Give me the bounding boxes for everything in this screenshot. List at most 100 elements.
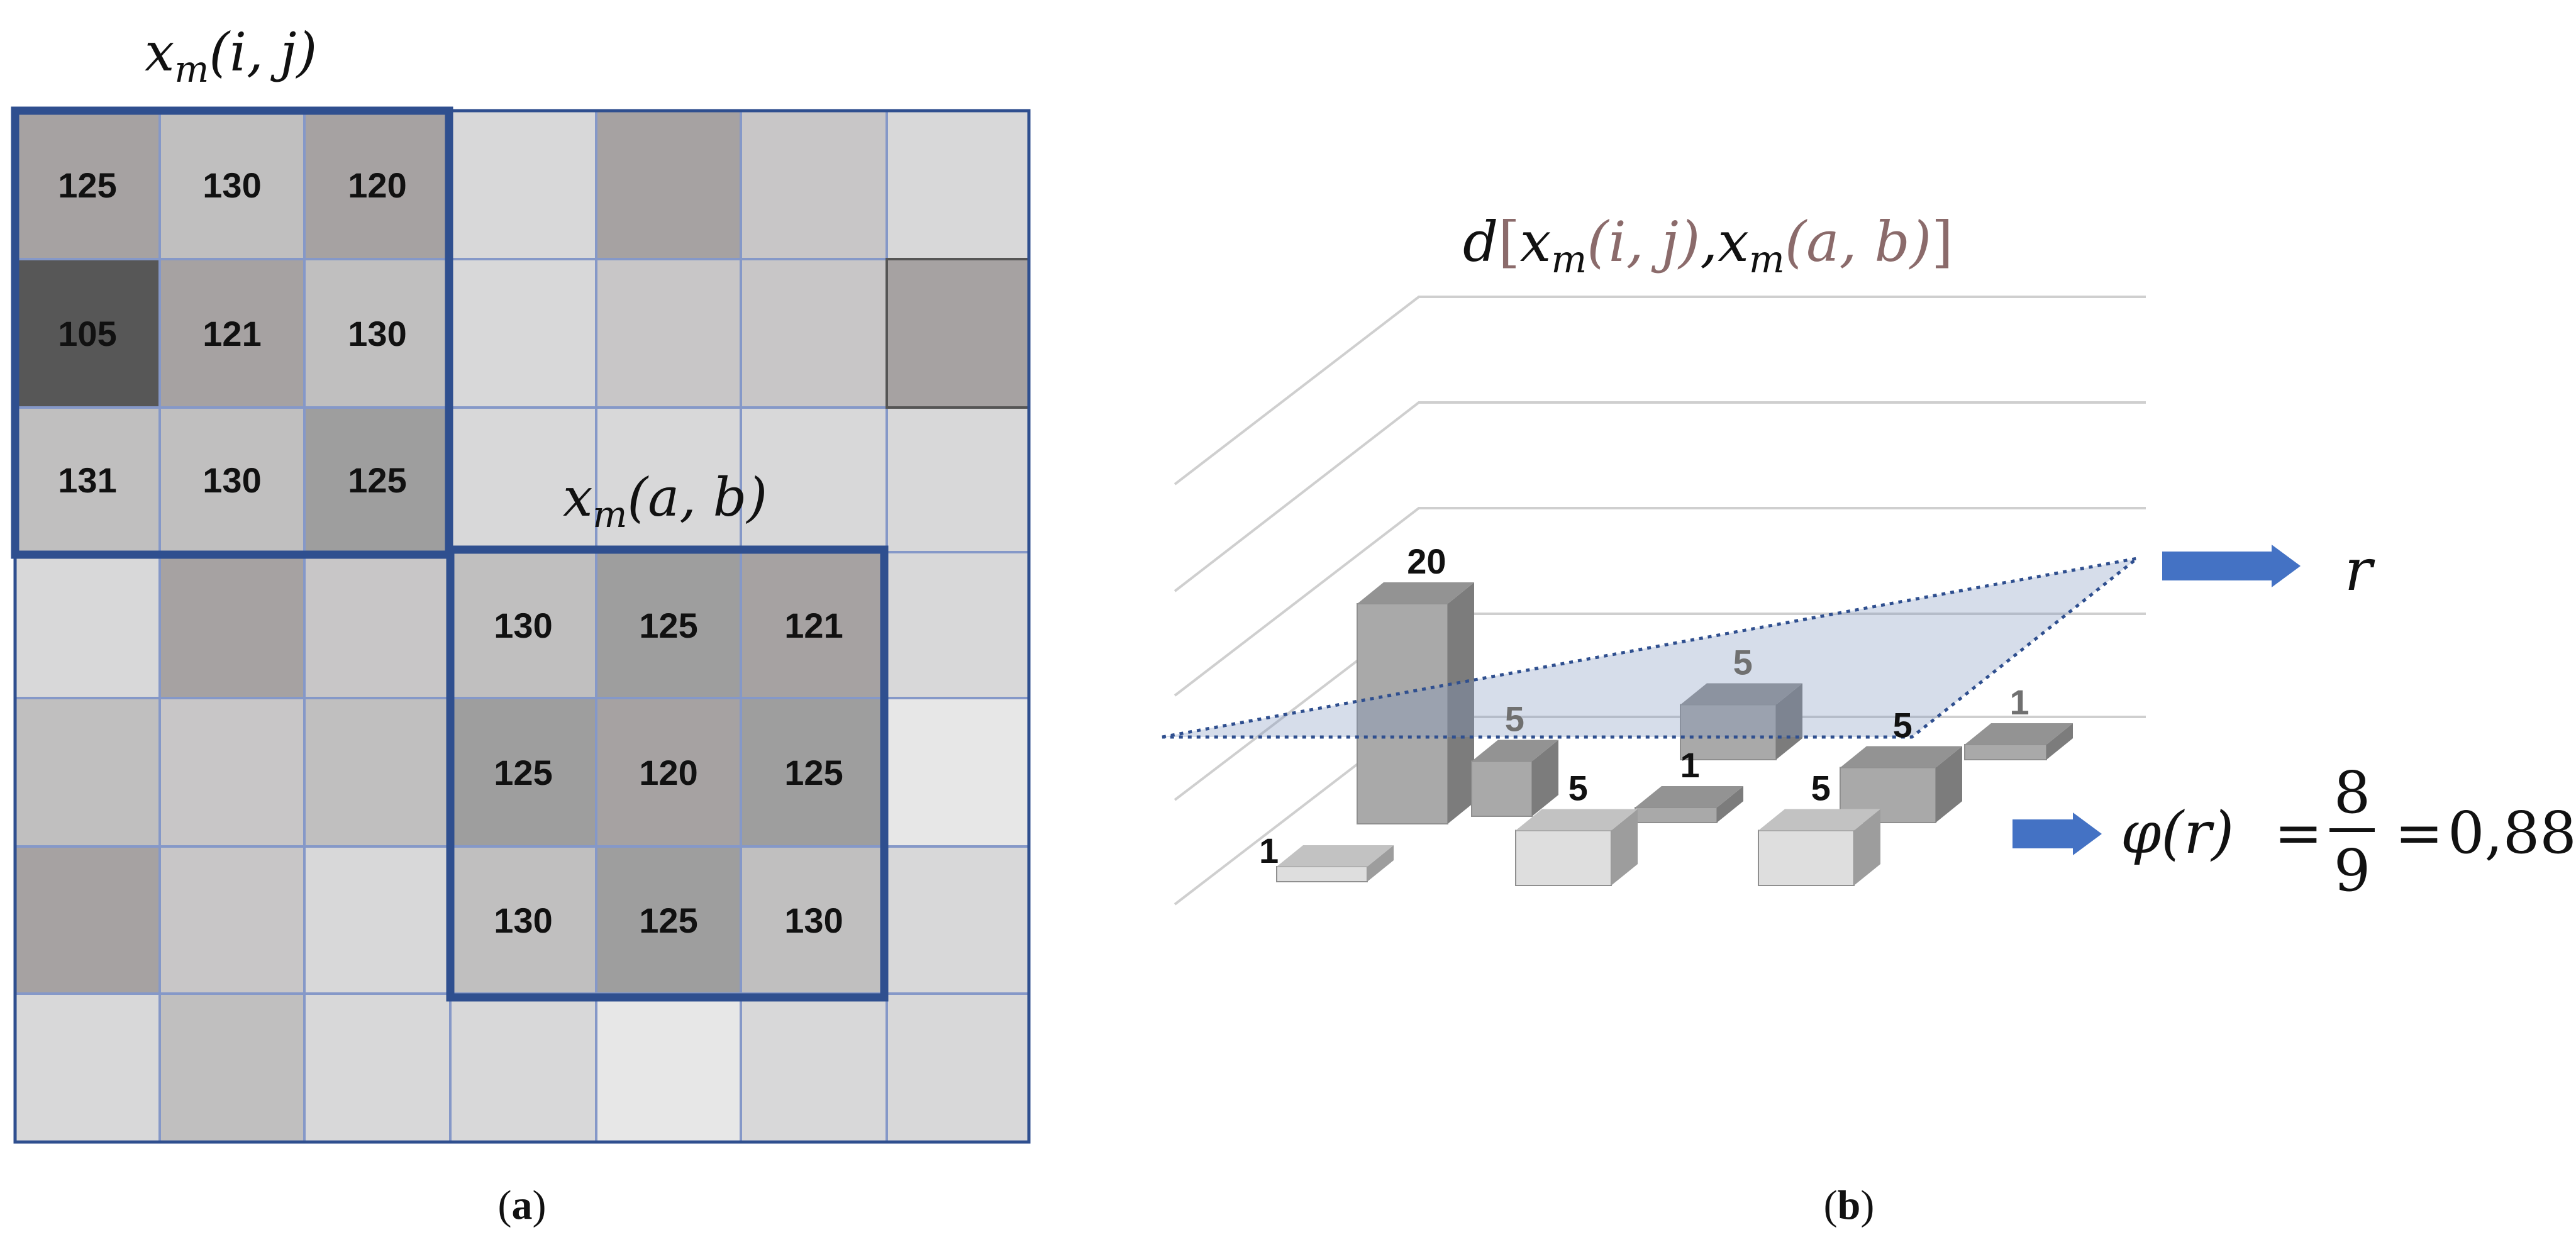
window-ab-cell-value: 121: [784, 606, 843, 645]
bar-front: [1515, 829, 1612, 886]
pixel-cell: [450, 259, 596, 408]
pixel-cell: [15, 552, 160, 698]
svg-text:8: 8: [2334, 759, 2371, 826]
bar-top: [1277, 845, 1394, 867]
pixel-cell: [741, 698, 887, 846]
bar-top: [1516, 809, 1638, 831]
bar-front: [1276, 866, 1368, 882]
bar-front: [1471, 760, 1533, 817]
pixel-cell: [596, 552, 741, 698]
pixel-grid-cells: [15, 111, 1029, 1142]
bar-top: [1357, 582, 1474, 604]
pixel-cell: [450, 552, 596, 698]
window-ab-frame: [446, 545, 889, 1002]
pixel-cell: [887, 408, 1029, 552]
pixel-cell: [450, 846, 596, 994]
pixel-cell: [160, 111, 304, 259]
window-ij-cell-value: 130: [348, 314, 406, 353]
label-window-ab: xm(a, b): [563, 467, 767, 536]
bar-side: [1854, 809, 1880, 885]
bar-front: [1635, 807, 1718, 823]
threshold-plane-r: [1162, 557, 2138, 739]
pixel-cell: [887, 111, 1029, 259]
window-ij-cell-value: 130: [203, 165, 261, 205]
caption-b: (b): [1824, 1182, 1875, 1228]
pixel-cell: [160, 259, 304, 408]
pixel-cell: [887, 846, 1029, 994]
window-ij-cell-value: 120: [348, 165, 406, 205]
pixel-cell: [741, 111, 887, 259]
pixel-cell: [596, 111, 741, 259]
pixel-cell: [160, 846, 304, 994]
phi-formula: φ(r) = 8 9 = 0,88: [2121, 759, 2576, 904]
pixel-cell: [15, 111, 160, 259]
bar-value-label: 5: [1811, 768, 1831, 808]
pixel-cell: [596, 259, 741, 408]
pixel-cell: [741, 846, 887, 994]
pixel-cell: [304, 111, 450, 259]
window-ij-cell-value: 121: [203, 314, 261, 353]
bar-top: [1758, 809, 1880, 831]
pixel-cell: [450, 408, 596, 552]
svg-text:=: =: [2274, 799, 2323, 867]
window-ab-cell-value: 130: [494, 901, 552, 940]
chart-gridline: [1174, 296, 2146, 485]
window-ij-cell-value: 131: [58, 460, 116, 500]
pixel-cell: [887, 259, 1029, 408]
window-ab-cell-value: 130: [494, 606, 552, 645]
bar-value-label: 1: [1680, 745, 1700, 785]
pixel-cell: [596, 698, 741, 846]
svg-text:φ(r): φ(r): [2121, 799, 2234, 867]
svg-text:9: 9: [2334, 837, 2371, 904]
pixel-cell: [450, 994, 596, 1142]
bar-value-label: 5: [1893, 706, 1913, 745]
bar-value-label: 1: [1259, 831, 1279, 870]
bar-side: [2046, 723, 2073, 760]
threshold-r-label: r: [2345, 536, 2375, 604]
pixel-cell: [15, 994, 160, 1142]
pixel-grid-border: [13, 109, 1031, 1144]
pixel-cell: [15, 846, 160, 994]
svg-text:0,88: 0,88: [2448, 799, 2576, 867]
arrow-to-phi: [2012, 813, 2102, 855]
bar-value-label: 1: [2010, 682, 2029, 722]
pixel-cell: [304, 552, 450, 698]
bar-top: [1965, 723, 2073, 745]
pixel-cell: [596, 994, 741, 1142]
pixel-cell: [741, 994, 887, 1142]
bar-side: [1611, 809, 1638, 885]
window-ij-cell-value: 130: [203, 460, 261, 500]
pixel-cell: [160, 408, 304, 552]
window-ab-cell-value: 125: [639, 901, 697, 940]
pixel-cell: [304, 846, 450, 994]
bar-front: [1964, 744, 2047, 760]
window-ij-cell-value: 125: [58, 165, 116, 205]
pixel-cell: [887, 994, 1029, 1142]
caption-a: (a): [498, 1182, 547, 1228]
bar-value-label: 5: [1733, 643, 1753, 682]
pixel-cell: [304, 994, 450, 1142]
bar-side: [1448, 582, 1474, 824]
bar-value-label: 5: [1568, 768, 1588, 808]
svg-text:=: =: [2395, 799, 2443, 867]
chart-3d-bars: [1276, 582, 2073, 886]
bar-side: [1936, 746, 1962, 823]
pixel-cell: [887, 552, 1029, 698]
bar-front: [1758, 829, 1855, 886]
pixel-cell: [304, 259, 450, 408]
pixel-cell: [160, 994, 304, 1142]
pixel-cell: [741, 408, 887, 552]
bar-side: [1367, 845, 1394, 882]
distance-label: d[xm(i, j),xm(a, b)]: [1463, 209, 1953, 282]
pixel-cell: [15, 698, 160, 846]
bar-side: [1532, 740, 1558, 816]
pixel-cell: [160, 698, 304, 846]
window-ab-cell-value: 125: [639, 606, 697, 645]
window-ab-cell-value: 125: [784, 753, 843, 792]
window-ab-cell-value: 120: [639, 753, 697, 792]
pixel-cell: [741, 552, 887, 698]
pixel-cell: [160, 552, 304, 698]
